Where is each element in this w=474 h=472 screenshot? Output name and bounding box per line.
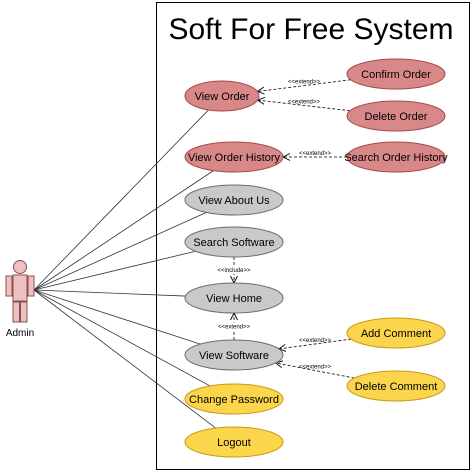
use-case-view-order-history[interactable]: View Order History bbox=[184, 141, 284, 173]
association-view-software bbox=[33, 289, 201, 345]
use-case-confirm-order[interactable]: Confirm Order bbox=[346, 58, 446, 90]
relationship-add-comment-to-view-software bbox=[279, 338, 352, 349]
use-case-label: Add Comment bbox=[361, 328, 431, 340]
relationship-label-bg bbox=[217, 322, 251, 331]
system-title: Soft For Free System bbox=[168, 13, 453, 46]
use-case-label: View Home bbox=[206, 293, 262, 305]
use-case-label: Change Password bbox=[189, 394, 279, 406]
use-case-search-order-history[interactable]: Search Order History bbox=[344, 141, 448, 173]
use-case-logout[interactable]: Logout bbox=[184, 426, 284, 458]
use-case-ellipse bbox=[184, 184, 284, 216]
use-case-view-home[interactable]: View Home bbox=[184, 282, 284, 314]
use-case-ellipse bbox=[184, 80, 260, 112]
relationship-confirm-order-to-view-order bbox=[257, 79, 351, 92]
actor-left-arm bbox=[5, 275, 13, 297]
relationship-label-bg bbox=[217, 266, 251, 274]
relationship-lines: <<extend>> <<extend>> <<extend>> <<include>… bbox=[217, 79, 355, 379]
relationship-label: <<extend>> bbox=[218, 325, 251, 331]
relationship-delete-order-to-view-order bbox=[258, 100, 351, 112]
use-case-ellipse bbox=[184, 226, 284, 258]
actor-body bbox=[12, 274, 28, 302]
use-case-ellipse bbox=[346, 317, 446, 349]
association-view-order bbox=[33, 109, 209, 291]
use-case-label: Search Order History bbox=[344, 152, 448, 164]
use-case-label: View Order History bbox=[188, 152, 281, 164]
system-boundary bbox=[156, 2, 470, 470]
actor-head bbox=[13, 260, 27, 274]
admin-actor[interactable]: Admin bbox=[5, 260, 35, 340]
use-case-search-software[interactable]: Search Software bbox=[184, 226, 284, 258]
use-case-ellipse bbox=[184, 282, 284, 314]
use-case-ellipse bbox=[184, 141, 284, 173]
actor-right-leg bbox=[20, 301, 28, 323]
relationship-label: <<extend>> bbox=[288, 99, 321, 105]
actor-left-leg bbox=[12, 301, 20, 323]
use-case-ellipse bbox=[346, 100, 446, 132]
use-case-label: Delete Comment bbox=[355, 381, 438, 393]
use-case-label: Search Software bbox=[193, 237, 274, 249]
association-search-software bbox=[33, 250, 196, 291]
use-case-ellipse bbox=[184, 383, 284, 415]
actor-label: Admin bbox=[6, 328, 34, 339]
use-case-delete-order[interactable]: Delete Order bbox=[346, 100, 446, 132]
relationship-delete-comment-to-view-software bbox=[276, 363, 355, 379]
relationship-label: <<include>> bbox=[217, 268, 251, 274]
use-case-ellipse bbox=[346, 370, 446, 402]
use-case-ellipse bbox=[346, 58, 446, 90]
association-view-order-history bbox=[33, 170, 214, 291]
use-case-label: View Order bbox=[195, 91, 250, 103]
use-case-delete-comment[interactable]: Delete Comment bbox=[346, 370, 446, 402]
use-case-label: Logout bbox=[217, 437, 251, 449]
use-case-view-software[interactable]: View Software bbox=[184, 339, 284, 371]
association-lines bbox=[33, 109, 216, 429]
actor-right-arm bbox=[27, 275, 35, 297]
use-case-view-about-us[interactable]: View About Us bbox=[184, 184, 284, 216]
use-case-label: View Software bbox=[199, 350, 269, 362]
relationship-label: <<extend>> bbox=[299, 151, 332, 157]
relationship-label: <<extend>> bbox=[299, 338, 332, 344]
use-case-ellipse bbox=[346, 141, 446, 173]
association-change-password bbox=[33, 289, 211, 387]
relationship-label: <<extend>> bbox=[288, 80, 321, 86]
use-case-label: Confirm Order bbox=[361, 69, 431, 81]
relationship-label: <<extend>> bbox=[299, 365, 332, 371]
use-case-ellipse bbox=[184, 339, 284, 371]
use-case-label: Delete Order bbox=[365, 111, 428, 123]
use-case-label: View About Us bbox=[198, 195, 270, 207]
use-case-ellipse bbox=[184, 426, 284, 458]
association-logout bbox=[33, 289, 216, 429]
association-view-about-us bbox=[33, 212, 207, 291]
use-case-add-comment[interactable]: Add Comment bbox=[346, 317, 446, 349]
association-view-home bbox=[33, 289, 186, 297]
use-case-change-password[interactable]: Change Password bbox=[184, 383, 284, 415]
use-case-view-order[interactable]: View Order bbox=[184, 80, 260, 112]
